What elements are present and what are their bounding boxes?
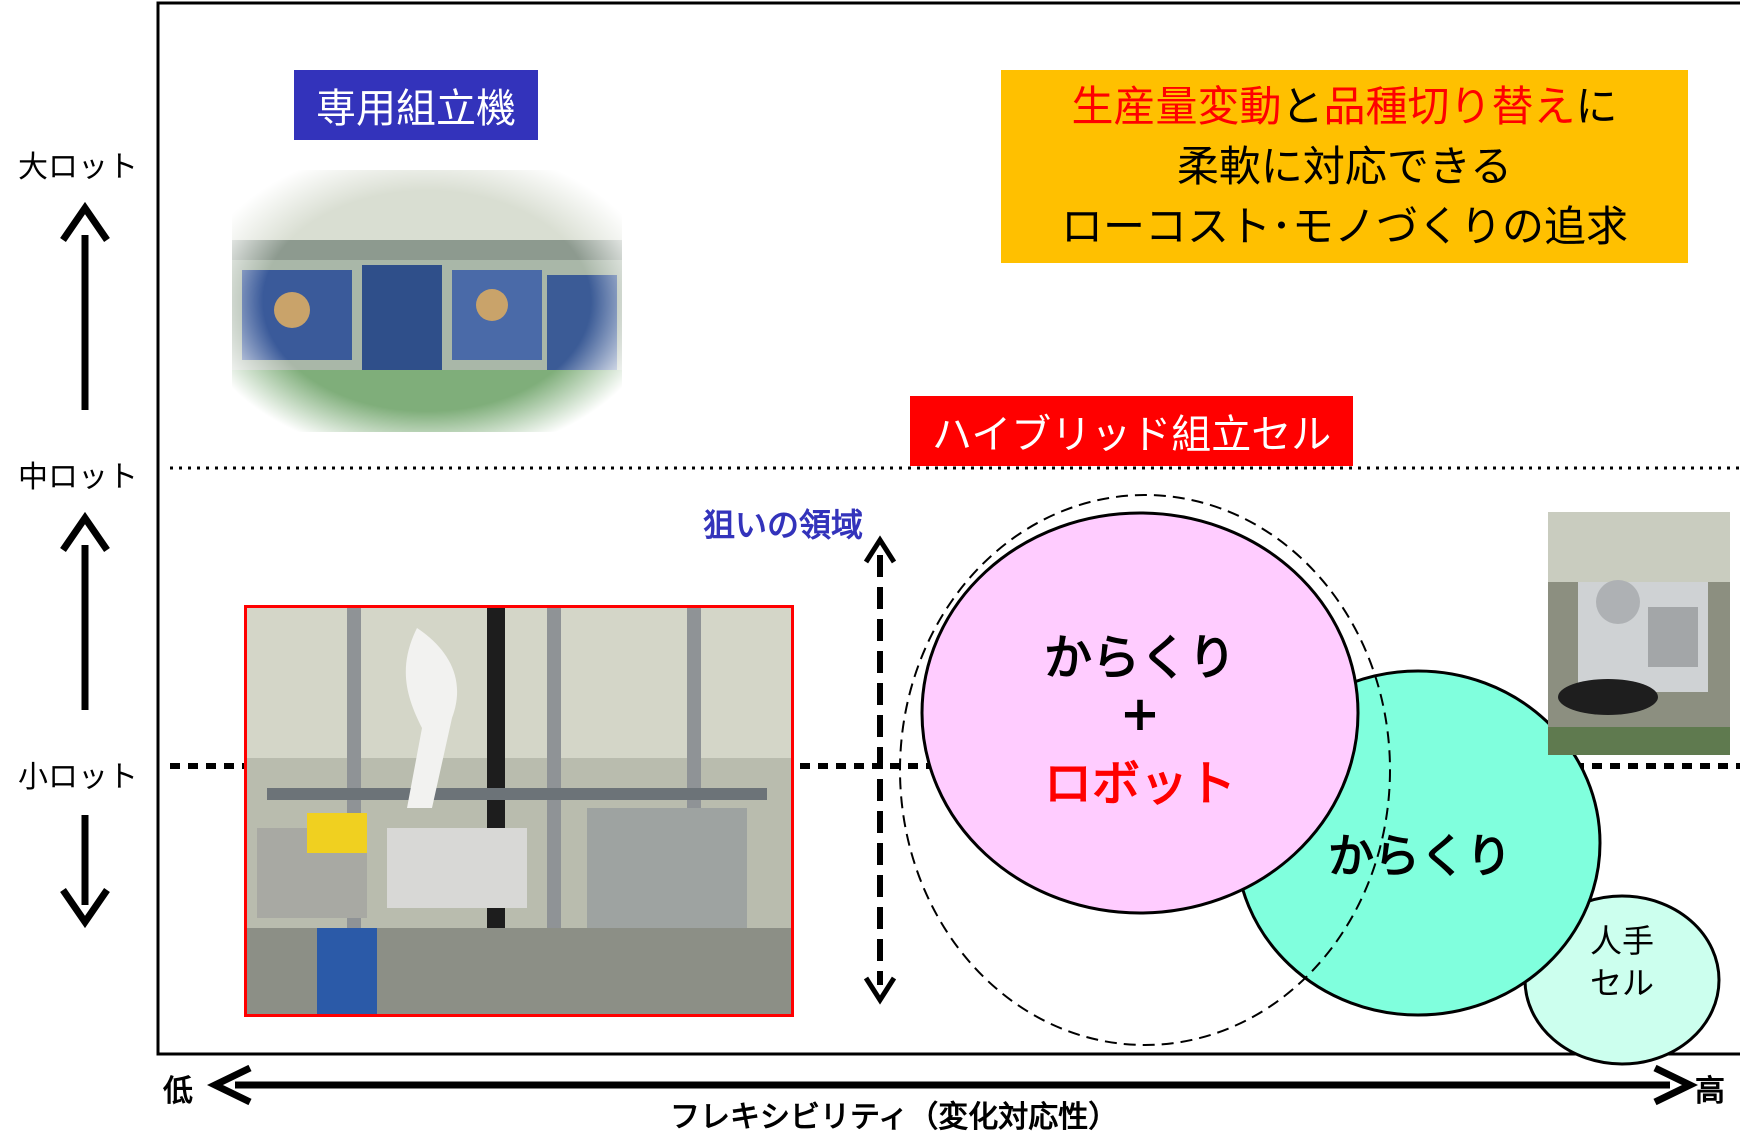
goal-line-2: 柔軟に対応できる (1176, 141, 1513, 191)
manual-cell-label-1: 人手 (1589, 922, 1654, 960)
goal-line-1: 生産量変動と品種切り替えに (1001, 77, 1688, 137)
x-label-high: 高 (1695, 1074, 1725, 1109)
hybrid-cell-photo (244, 605, 794, 1017)
y-arrow-down-small (60, 815, 110, 929)
y-label-small-lot: 小ロット (18, 760, 138, 795)
karakuri-robot-label-robot: ロボット (1043, 756, 1236, 812)
karakuri-robot-bubble (920, 511, 1360, 915)
hybrid-cell-caption: ハイブリッド組立セル (910, 396, 1354, 466)
plot-frame (156, 1, 1740, 1056)
target-area-label: 狙いの領域 (703, 506, 864, 544)
x-axis-title: フレキシビリティ（変化対応性） (670, 1100, 1119, 1135)
hybrid-cell-dashed-circle (899, 494, 1391, 1046)
goal-line-3: ローコスト･モノづくりの追求 (1060, 201, 1628, 251)
y-label-medium-lot: 中ロット (18, 460, 138, 495)
target-area-arrow (863, 535, 897, 1005)
goal-product-changeover: 品種切り替え (1323, 81, 1576, 131)
dedicated-machine-photo (232, 170, 622, 432)
karakuri-label: からくり (1328, 829, 1512, 883)
y-arrow-up-medium (60, 511, 110, 710)
dedicated-machine-caption: 専用組立機 (294, 70, 538, 140)
x-label-low: 低 (163, 1074, 193, 1109)
goal-production-variation: 生産量変動 (1071, 81, 1282, 131)
y-label-large-lot: 大ロット (18, 150, 138, 185)
karakuri-robot-plus: + (1119, 686, 1161, 742)
manual-cell-photo (1548, 512, 1730, 755)
y-arrow-up-large (60, 201, 110, 410)
manual-cell-label-2: セル (1589, 964, 1654, 1002)
x-axis-arrow (206, 1064, 1699, 1106)
goal-box: 生産量変動と品種切り替えに 柔軟に対応できる ローコスト･モノづくりの追求 (1001, 70, 1688, 263)
goal-conjunction: と (1281, 81, 1324, 131)
goal-particle: に (1575, 81, 1618, 131)
karakuri-robot-label-1: からくり (1043, 630, 1236, 686)
manual-cell-label: 人手 セル (1572, 920, 1672, 1004)
